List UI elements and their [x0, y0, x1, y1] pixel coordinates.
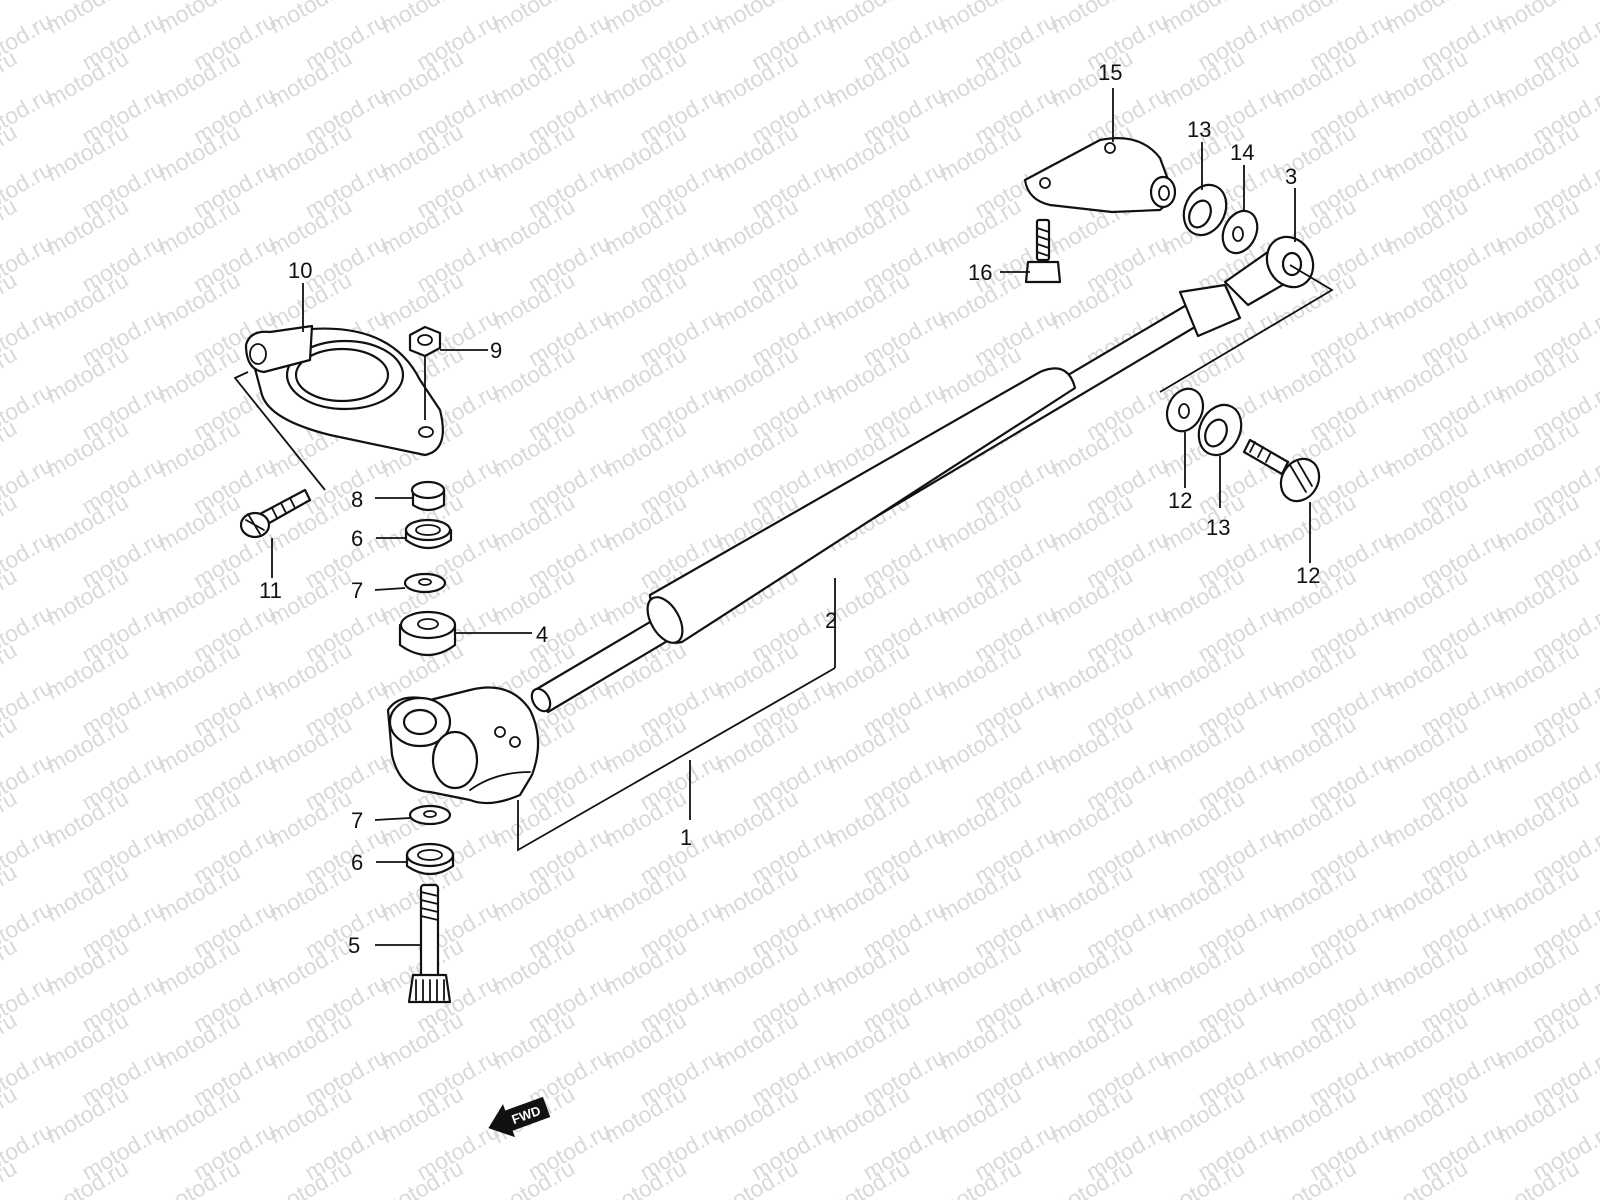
- washer-7-lower: [408, 804, 452, 826]
- callout-10: 10: [288, 258, 312, 283]
- washer-7-upper: [403, 572, 447, 594]
- callout-16: 16: [968, 260, 992, 285]
- steering-damper: [386, 235, 1315, 805]
- callout-13-lower: 13: [1206, 515, 1230, 540]
- collar-8: [410, 480, 446, 512]
- rubber-4: [398, 610, 457, 657]
- callout-8: 8: [351, 487, 363, 512]
- callout-5: 5: [348, 933, 360, 958]
- callout-2: 2: [825, 608, 837, 633]
- bolt-16: [1024, 218, 1062, 284]
- handlebar-clamp: [244, 324, 444, 457]
- callout-11: 11: [259, 578, 282, 603]
- forward-arrow-icon: [488, 1096, 551, 1138]
- watermark-text: motod.ru: [0, 0, 57, 1]
- clamp-10-ear: [244, 324, 314, 374]
- rod-coupling: [1178, 283, 1242, 338]
- callout-6-upper: 6: [351, 526, 363, 551]
- callout-9: 9: [490, 338, 502, 363]
- callout-15: 15: [1098, 60, 1122, 85]
- callout-12-bolt: 12: [1296, 563, 1320, 588]
- spacer-13-upper: [1182, 183, 1228, 237]
- upper-bracket: [1023, 137, 1177, 214]
- nut-9: [408, 325, 442, 358]
- callout-14: 14: [1230, 140, 1254, 165]
- clamp-barrel: [431, 730, 479, 790]
- callout-6-lower: 6: [351, 850, 363, 875]
- spacer-13-lower: [1197, 403, 1243, 457]
- callout-labels: 1 2 3 4 5 6 6 7 7 8 9 10 11 12 12 13 13 …: [259, 60, 1320, 958]
- bush-6-lower: [405, 842, 455, 876]
- bolt-5: [407, 883, 452, 1004]
- callout-7-upper: 7: [351, 578, 363, 603]
- callout-13-upper: 13: [1187, 117, 1211, 142]
- callout-12-washer: 12: [1168, 488, 1192, 513]
- bracket-boss: [1149, 175, 1177, 209]
- washer-14: [1221, 209, 1259, 255]
- callout-4: 4: [536, 622, 548, 647]
- callout-3: 3: [1285, 164, 1297, 189]
- washer-12: [1165, 387, 1205, 433]
- bracket-plate: [1023, 137, 1172, 214]
- clamp-10-bore: [294, 347, 390, 403]
- rod-end: [530, 687, 552, 713]
- clamp-eye-hole: [402, 708, 438, 736]
- leader-lines: [233, 88, 1334, 946]
- callout-1: 1: [680, 825, 692, 850]
- bush-6-upper: [404, 518, 453, 550]
- callout-7-lower: 7: [351, 808, 363, 833]
- bolt-12: [1242, 438, 1321, 503]
- cylinder-end: [646, 596, 684, 644]
- bolt-11: [239, 488, 312, 539]
- rod-eye-hole: [1281, 251, 1303, 277]
